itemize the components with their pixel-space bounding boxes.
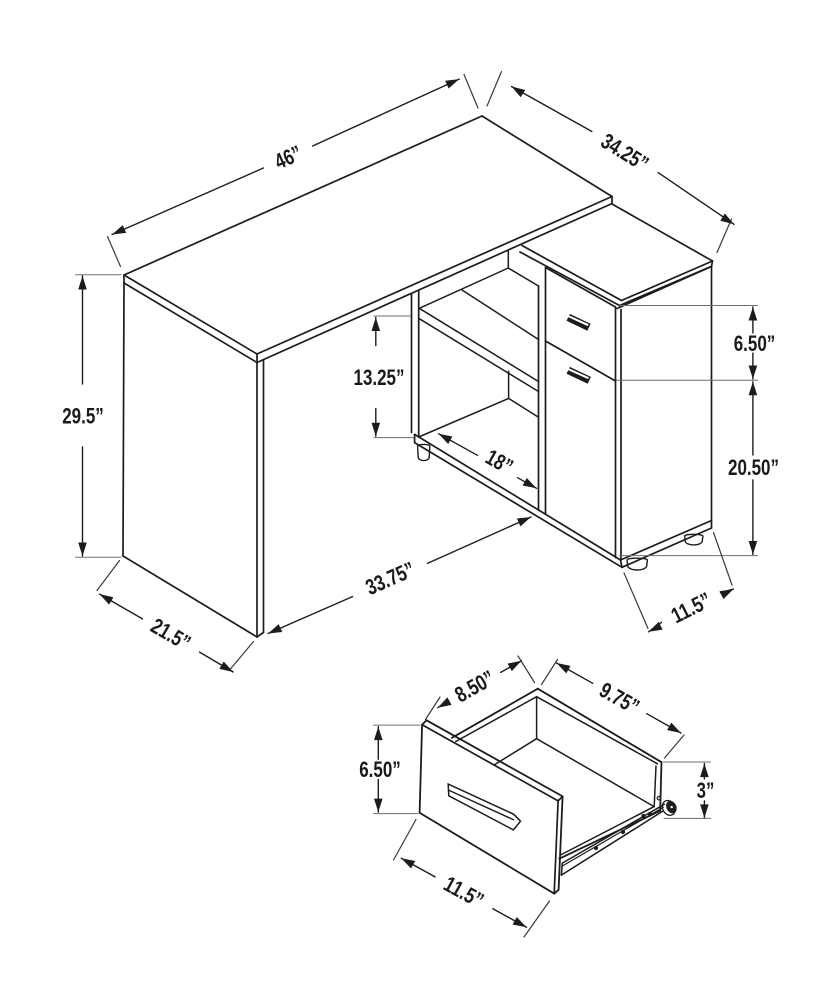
svg-text:6.50”: 6.50” (359, 757, 401, 782)
svg-text:3”: 3” (697, 778, 715, 803)
svg-text:29.5”: 29.5” (62, 403, 104, 428)
svg-text:13.25”: 13.25” (354, 365, 405, 390)
svg-text:20.50”: 20.50” (728, 455, 779, 480)
svg-text:6.50”: 6.50” (734, 331, 776, 356)
